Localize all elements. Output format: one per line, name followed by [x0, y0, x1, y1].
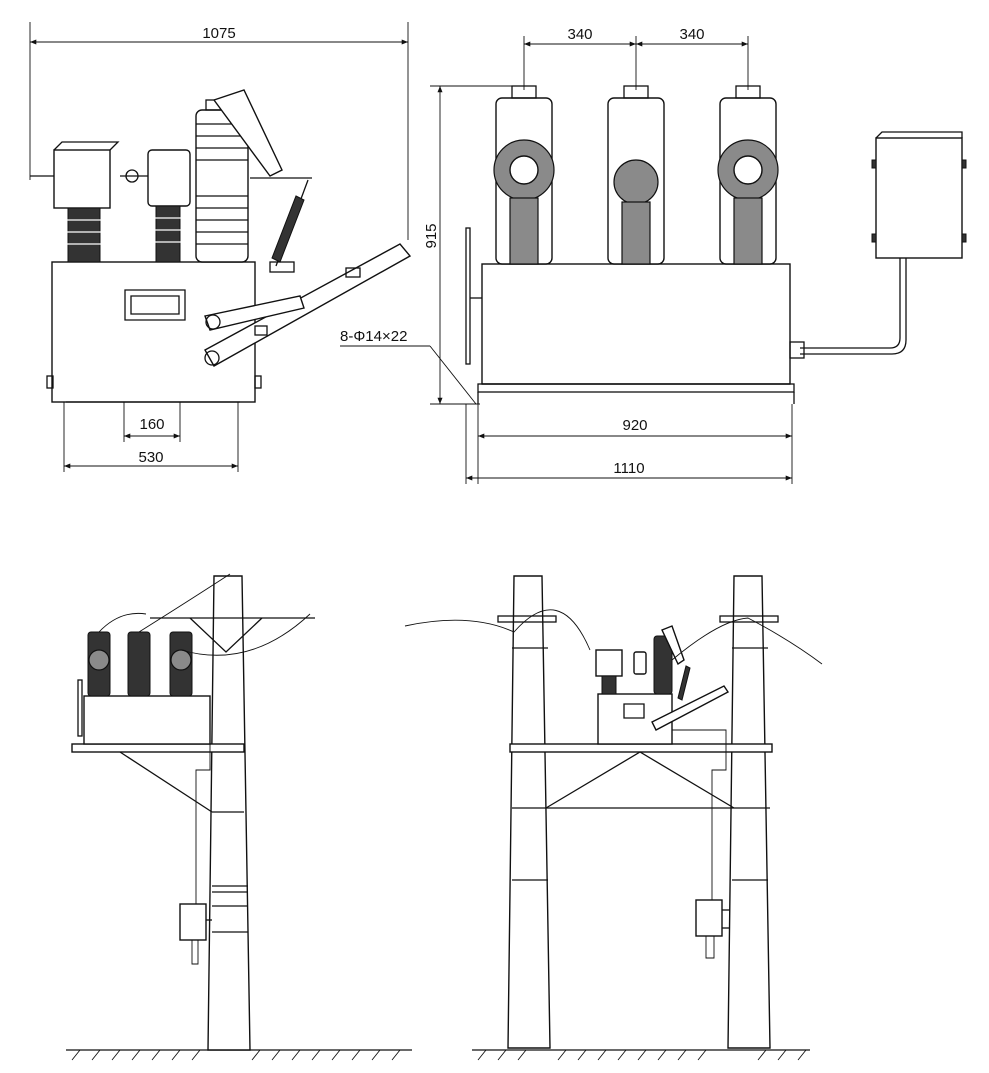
side-lifting-handle	[124, 289, 186, 321]
dim-side-total-width: 1075	[202, 25, 235, 42]
platform-left	[71, 743, 245, 753]
side-surge-arrester	[271, 179, 309, 267]
side-isolator-blade	[212, 89, 283, 177]
front-view-drawing: 340 340 915	[340, 26, 967, 484]
dim-front-total-width: 1110	[613, 460, 644, 477]
dim-side-mount-spacing: 160	[139, 416, 164, 433]
side-insulator-middle	[154, 205, 182, 263]
side-operating-lever-upper	[204, 295, 305, 331]
utility-pole-right-a	[507, 575, 551, 1049]
front-pole-middle	[607, 85, 665, 265]
front-pole-left	[493, 85, 555, 265]
control-box-double-pole	[695, 899, 723, 937]
side-current-transformer	[53, 149, 111, 209]
crossarm-right-a	[497, 615, 557, 623]
side-bushing-disc	[147, 149, 191, 207]
installation-double-pole-drawing	[404, 575, 823, 1061]
note-front-mount-holes: 8-Φ14×22	[340, 328, 407, 345]
dim-side-base-width: 530	[138, 449, 163, 466]
utility-pole-left	[207, 575, 251, 1051]
breaker-on-single-pole	[83, 695, 211, 745]
dim-front-pole-spacing-right: 340	[679, 26, 704, 43]
dim-front-pole-spacing-left: 340	[567, 26, 592, 43]
installation-single-pole-drawing	[66, 573, 412, 1061]
front-tank-body	[481, 263, 791, 385]
utility-pole-right-b	[727, 575, 771, 1049]
control-box-single-pole	[179, 903, 207, 941]
platform-right	[509, 743, 773, 753]
dim-front-base-width: 920	[622, 417, 647, 434]
crossarm-right-b	[719, 615, 779, 623]
front-control-box	[875, 137, 963, 259]
side-tank-body	[51, 261, 256, 403]
dim-front-height: 915	[423, 223, 440, 248]
front-cable-conduit	[800, 258, 901, 349]
side-insulator-left	[66, 207, 102, 263]
front-mounting-plate	[465, 227, 471, 365]
front-pole-right	[717, 85, 779, 265]
side-view-drawing: 1075	[29, 22, 412, 472]
